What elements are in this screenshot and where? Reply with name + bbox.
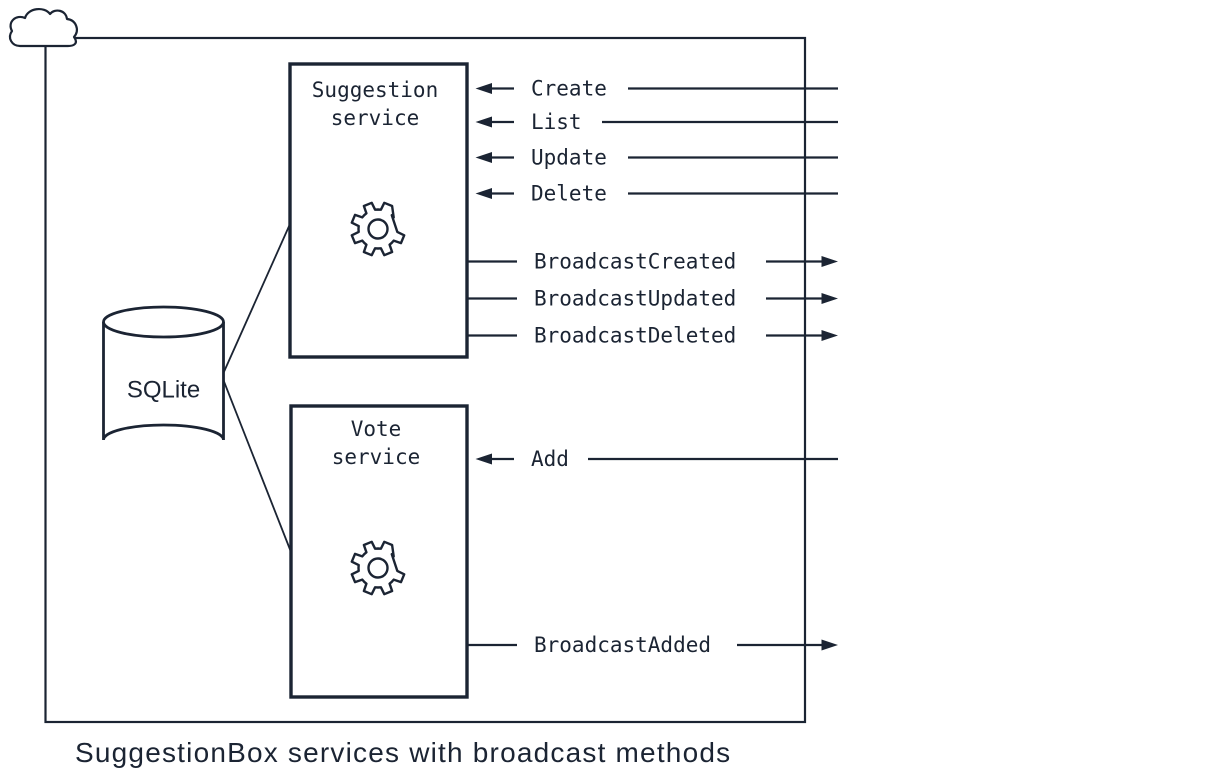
connector-sqlite-to-suggestion-service <box>222 223 291 375</box>
method-add-label: Add <box>531 447 569 471</box>
suggestion-broadcast-methods: BroadcastCreated BroadcastUpdated Broadc… <box>467 250 838 348</box>
gear-icon <box>350 201 406 257</box>
sqlite-label: SQLite <box>127 377 200 404</box>
method-row-broadcastdeleted: BroadcastDeleted <box>467 324 838 348</box>
method-row-delete: Delete <box>475 182 838 206</box>
method-row-create: Create <box>475 77 838 101</box>
vote-request-methods: Add <box>475 447 838 471</box>
method-broadcastcreated-label: BroadcastCreated <box>534 250 736 274</box>
method-row-broadcastadded: BroadcastAdded <box>467 633 838 657</box>
arrowhead-right-icon <box>821 293 838 304</box>
method-row-update: Update <box>475 146 838 170</box>
suggestion-service-title-line2: service <box>331 106 420 130</box>
cylinder-top <box>102 305 225 339</box>
arrowhead-right-icon <box>821 330 838 341</box>
vote-service-title-line1: Vote <box>351 417 402 441</box>
method-broadcastupdated-label: BroadcastUpdated <box>534 287 736 311</box>
arrowhead-left-icon <box>475 83 492 94</box>
cloud-icon <box>8 8 78 48</box>
arrowhead-left-icon <box>475 116 492 128</box>
vote-service-title-line2: service <box>332 445 421 469</box>
gear-icon <box>350 540 406 596</box>
connector-sqlite-to-vote-service <box>222 378 292 553</box>
suggestion-service-box: Suggestion service <box>288 62 469 359</box>
arrowhead-left-icon <box>475 188 492 199</box>
suggestion-service-title-line1: Suggestion <box>312 78 438 102</box>
method-broadcastadded-label: BroadcastAdded <box>534 633 711 657</box>
arrowhead-left-icon <box>475 453 492 465</box>
method-broadcastdeleted-label: BroadcastDeleted <box>534 324 736 348</box>
diagram-caption: SuggestionBox services with broadcast me… <box>75 737 731 768</box>
arrowhead-right-icon <box>821 639 838 651</box>
method-delete-label: Delete <box>531 182 607 206</box>
cylinder-body <box>102 322 225 441</box>
arrowhead-left-icon <box>475 152 492 163</box>
method-update-label: Update <box>531 146 607 170</box>
system-boundary-box <box>44 36 807 724</box>
vote-service-box: Vote service <box>289 404 469 699</box>
arrowhead-right-icon <box>821 256 838 267</box>
sqlite-database-cylinder: SQLite <box>102 305 225 441</box>
method-list-label: List <box>531 110 582 134</box>
suggestion-request-methods: Create List Update Delete <box>475 77 838 206</box>
vote-broadcast-methods: BroadcastAdded <box>467 633 838 657</box>
method-row-add: Add <box>475 447 838 471</box>
method-row-list: List <box>475 110 838 134</box>
method-create-label: Create <box>531 77 607 101</box>
method-row-broadcastupdated: BroadcastUpdated <box>467 287 838 311</box>
method-row-broadcastcreated: BroadcastCreated <box>467 250 838 274</box>
